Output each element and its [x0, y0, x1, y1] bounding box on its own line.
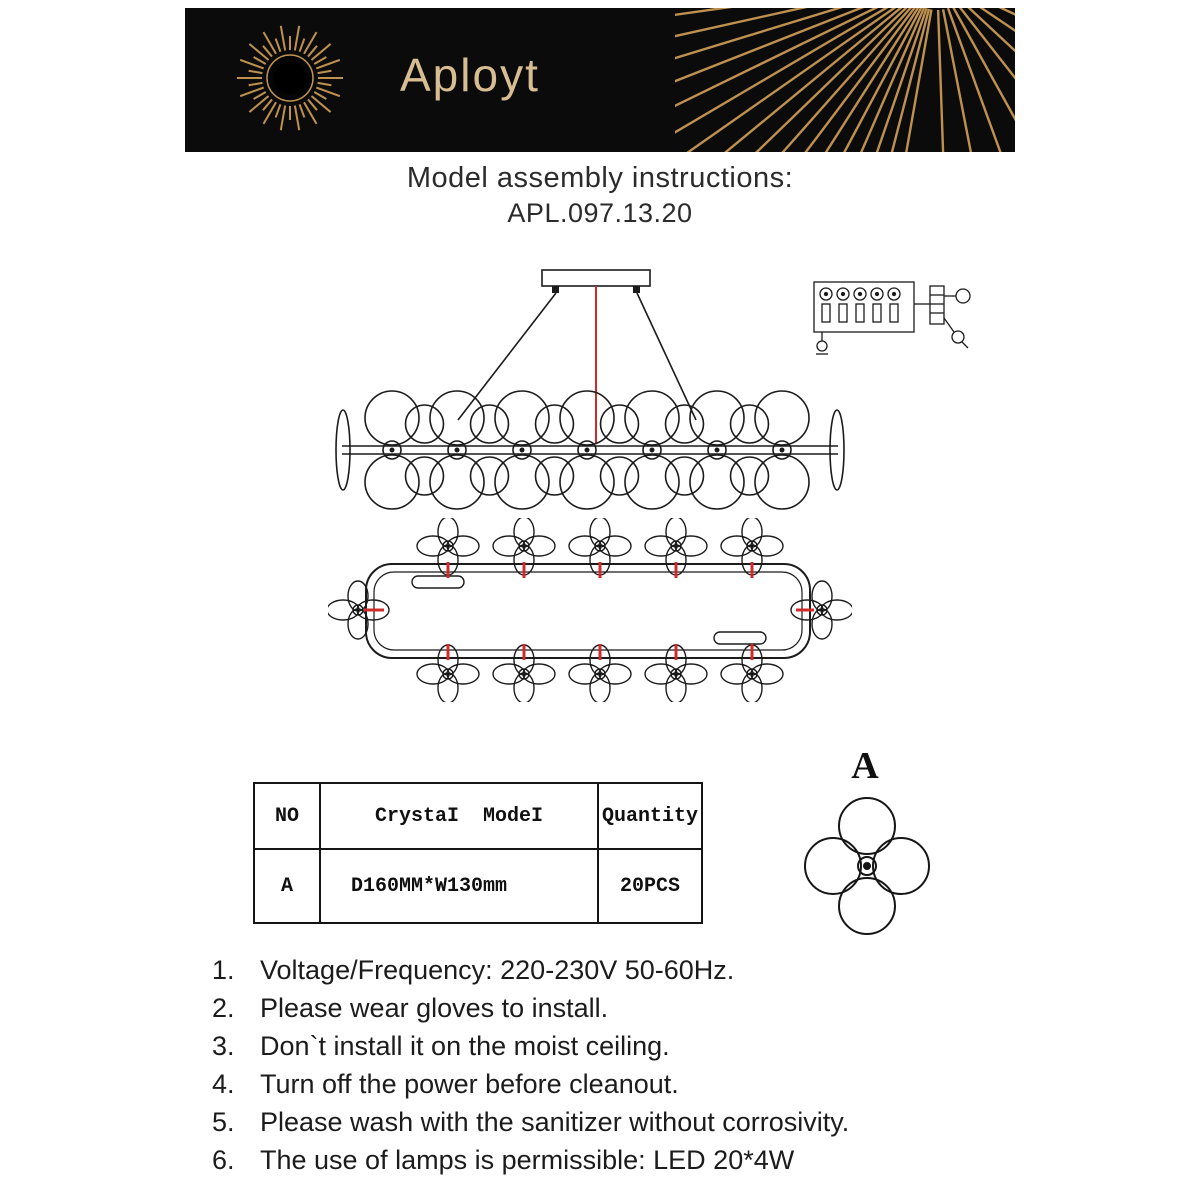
- cell-quantity: 20PCS: [597, 848, 703, 924]
- instruction-text: Voltage/Frequency: 220-230V 50-60Hz.: [260, 955, 735, 985]
- instruction-item: 6. The use of lamps is permissible: LED 2…: [212, 1146, 1052, 1175]
- document-title: Model assembly instructions:: [406, 162, 794, 194]
- title-block: Model assembly instructions: APL.097.13.…: [0, 162, 1200, 229]
- instruction-item: 2. Please wear gloves to install.: [212, 994, 1052, 1023]
- instruction-item: 1. Voltage/Frequency: 220-230V 50-60Hz.: [212, 956, 1052, 985]
- instructions-list: 1. Voltage/Frequency: 220-230V 50-60Hz. 2…: [212, 956, 1052, 1184]
- instruction-text: Turn off the power before cleanout.: [260, 1069, 679, 1099]
- model-number: APL.097.13.20: [507, 198, 693, 228]
- instruction-item: 4. Turn off the power before cleanout.: [212, 1070, 1052, 1099]
- side-view-drawing: [335, 269, 845, 510]
- instruction-text: Please wash with the sanitizer without c…: [260, 1107, 850, 1137]
- instruction-number: 6.: [212, 1145, 235, 1175]
- crystal-detail-label: A: [851, 745, 879, 787]
- crystal-spec-table: NO CrystaI ModeI Quantity A D160MM*W130m…: [253, 782, 703, 924]
- col-header-model: CrystaI ModeI: [319, 782, 599, 850]
- rays-decoration-icon: [675, 8, 1015, 152]
- instruction-text: The use of lamps is permissible: LED 20*…: [260, 1145, 795, 1175]
- top-view-drawing: [328, 518, 852, 702]
- instruction-number: 5.: [212, 1107, 235, 1137]
- wiring-diagram: [813, 281, 971, 355]
- brand-banner: Aployt: [185, 8, 1015, 152]
- instruction-item: 5. Please wash with the sanitizer without…: [212, 1108, 1052, 1137]
- cell-model: D160MM*W130mm: [319, 848, 599, 924]
- instruction-text: Please wear gloves to install.: [260, 993, 609, 1023]
- instruction-number: 4.: [212, 1069, 235, 1099]
- instruction-item: 3. Don`t install it on the moist ceiling.: [212, 1032, 1052, 1061]
- instruction-number: 3.: [212, 1031, 235, 1061]
- instruction-number: 1.: [212, 955, 235, 985]
- brand-name: Aployt: [400, 49, 540, 101]
- col-header-quantity: Quantity: [597, 782, 703, 850]
- col-header-no: NO: [253, 782, 321, 850]
- starburst-logo-icon: [237, 25, 343, 131]
- cell-no: A: [253, 848, 321, 924]
- instruction-number: 2.: [212, 993, 235, 1023]
- instruction-text: Don`t install it on the moist ceiling.: [260, 1031, 670, 1061]
- crystal-detail-drawing: [804, 797, 930, 935]
